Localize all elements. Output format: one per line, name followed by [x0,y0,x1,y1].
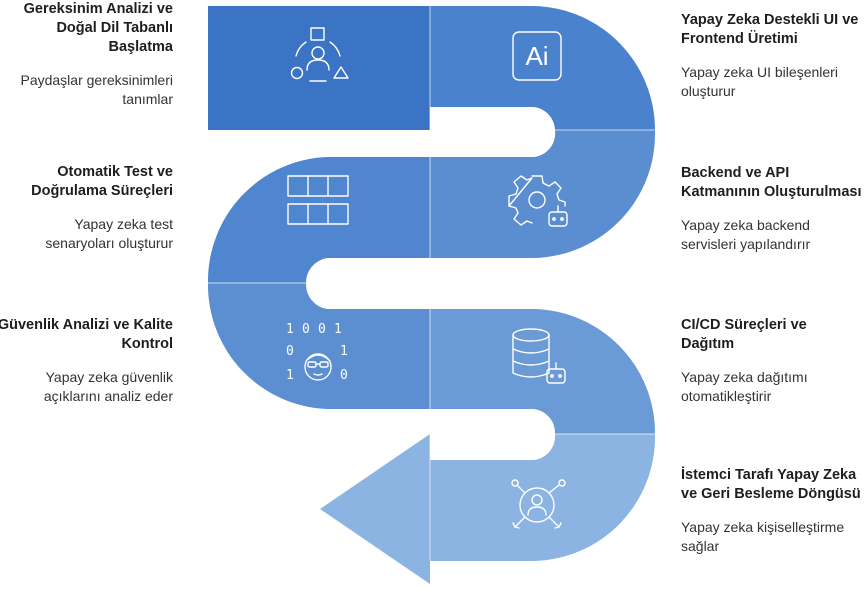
step-3-description: Yapay zeka backend servisleri yapılandır… [681,217,811,252]
svg-text:0: 0 [302,322,310,337]
flow-segment-6 [430,309,656,434]
user-network-icon [511,479,566,529]
step-4-description: Yapay zeka test senaryoları oluşturur [45,216,173,251]
step-3-label: Backend ve API Katmanının Oluşturulması … [681,164,865,254]
step-2-title: Yapay Zeka Destekli UI ve Frontend Üreti… [681,12,859,47]
step-5-title: Güvenlik Analizi ve Kalite Kontrol [0,317,173,352]
step-1-description: Paydaşlar gereksinimleri tanımlar [20,72,173,107]
step-6-description: Yapay zeka dağıtımı otomatikleştirir [681,369,808,404]
segment-dividers [208,6,655,561]
step-4-title: Otomatik Test ve Doğrulama Süreçleri [31,164,173,199]
step-7-label: İstemci Tarafı Yapay Zeka ve Geri Beslem… [681,466,865,556]
step-1-title: Gereksinim Analizi ve Doğal Dil Tabanlı … [23,1,173,55]
flow-segment-1 [208,6,430,130]
step-7-title: İstemci Tarafı Yapay Zeka ve Geri Beslem… [681,467,861,502]
step-7-description: Yapay zeka kişiselleştirme sağlar [681,519,845,554]
step-3-title: Backend ve API Katmanının Oluşturulması [681,165,862,200]
svg-text:0: 0 [340,368,348,383]
svg-text:Ai: Ai [525,41,548,71]
svg-text:1: 1 [340,344,348,359]
stakeholders-shapes-icon [290,27,349,82]
flow-segment-2 [430,6,655,130]
svg-text:1: 1 [334,322,342,337]
test-grid-icon [287,175,349,225]
step-2-label: Yapay Zeka Destekli UI ve Frontend Üreti… [681,11,863,101]
step-6-title: CI/CD Süreçleri ve Dağıtım [681,317,807,352]
binary-hacker-icon: 1 0 0 1 0 1 1 0 [286,322,348,383]
database-robot-icon [512,328,566,384]
step-5-description: Yapay zeka güvenlik açıklarını analiz ed… [43,369,173,404]
ai-logo-icon: Ai [512,31,562,81]
svg-text:0: 0 [318,322,326,337]
step-4-label: Otomatik Test ve Doğrulama Süreçleri Yap… [3,163,173,253]
svg-text:1: 1 [286,322,294,337]
step-5-label: Güvenlik Analizi ve Kalite Kontrol Yapay… [0,316,173,406]
gear-robot-icon [508,175,568,227]
step-1-label: Gereksinim Analizi ve Doğal Dil Tabanlı … [3,0,173,109]
flow-segment-4 [207,157,430,283]
svg-text:1: 1 [286,368,294,383]
flow-segment-5 [207,283,430,409]
step-6-label: CI/CD Süreçleri ve Dağıtım Yapay zeka da… [681,316,851,406]
step-2-description: Yapay zeka UI bileşenleri oluşturur [681,64,838,99]
svg-text:0: 0 [286,344,294,359]
flow-segment-7-arrow [320,434,656,584]
